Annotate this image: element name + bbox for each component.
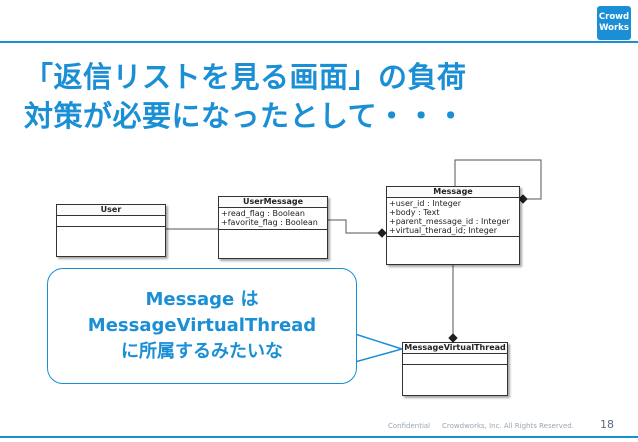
slide-title: 「返信リストを見る画面」の負荷 対策が必要になったとして・・・ (24, 58, 624, 136)
callout-line-3: に所属するみたいな (121, 341, 283, 362)
title-line-2: 対策が必要になったとして・・・ (24, 99, 466, 133)
message-attribute: +virtual_therad_id; Integer (389, 226, 497, 235)
page-number: 18 (600, 418, 614, 431)
footer-rule (0, 436, 638, 438)
logo-line-1: Crowd (598, 12, 630, 22)
title-line-1: 「返信リストを見る画面」の負荷 (24, 60, 467, 94)
aggregation-diamond-thread (448, 333, 458, 343)
class-usermessage-attributes: +read_flag : Boolean +favorite_flag : Bo… (219, 208, 327, 230)
callout-line-2: MessageVirtualThread (87, 315, 317, 336)
header-rule (0, 41, 638, 43)
callout-tail (354, 332, 405, 363)
logo-line-2: Works (599, 23, 629, 33)
class-usermessage: UserMessage +read_flag : Boolean +favori… (218, 196, 328, 259)
message-attribute: +user_id : Integer (389, 199, 462, 208)
class-messagevirtualthread: MessageVirtualThread (402, 342, 508, 396)
class-usermessage-name: UserMessage (219, 197, 327, 208)
aggregation-diamond-message-left (377, 228, 387, 238)
usermessage-attribute: +read_flag : Boolean (221, 209, 305, 218)
message-attribute: +body : Text (389, 208, 440, 217)
class-messagevirtualthread-attributes (403, 354, 507, 365)
usermessage-to-message-link (327, 219, 386, 234)
usermessage-attribute: +favorite_flag : Boolean (221, 218, 318, 227)
class-message: Message +user_id : Integer +body : Text … (386, 186, 520, 265)
message-attribute: +parent_message_id : Integer (389, 217, 510, 226)
class-user: User (56, 204, 166, 257)
footer-copyright: Crowdworks, Inc. All Rights Reserved. (442, 422, 574, 430)
crowdworks-logo: Crowd Works (597, 6, 631, 40)
footer-confidential: Confidential (388, 422, 431, 430)
callout-line-1: Message は (145, 289, 259, 310)
class-message-name: Message (387, 187, 519, 198)
message-self-reference (454, 159, 542, 200)
callout-bubble: Message は MessageVirtualThread に所属するみたいな (47, 268, 357, 384)
class-message-attributes: +user_id : Integer +body : Text +parent_… (387, 198, 519, 237)
class-user-attributes (57, 216, 165, 227)
class-user-name: User (57, 205, 165, 216)
class-messagevirtualthread-name: MessageVirtualThread (403, 343, 507, 354)
aggregation-diamond-message-right (518, 194, 528, 204)
